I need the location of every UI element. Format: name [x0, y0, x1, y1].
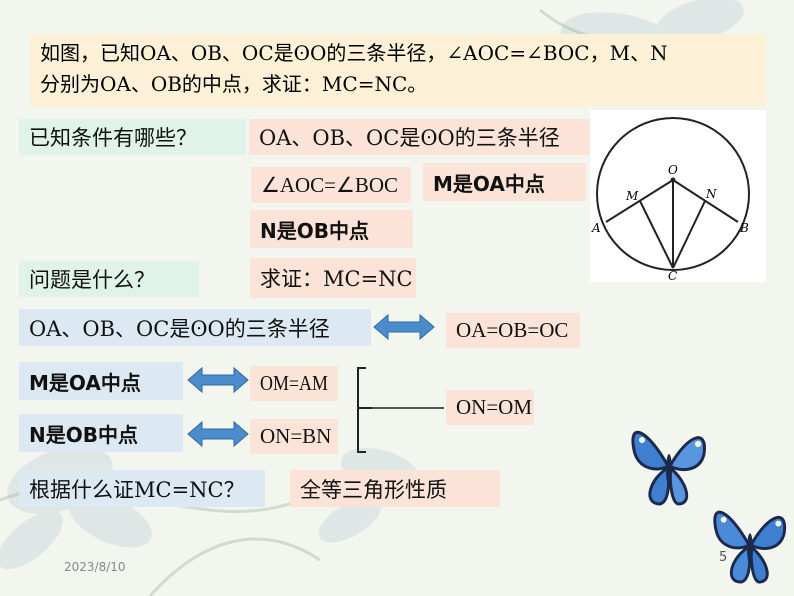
- analysis-n-midpoint: N是OB中点: [19, 414, 183, 452]
- bracket-connector: [357, 367, 444, 453]
- known-angle-equal: ∠AOC=∠BOC: [251, 167, 411, 203]
- label-b: B: [739, 221, 749, 235]
- known-m-midpoint: M是OA中点: [423, 163, 586, 201]
- problem-line-1: 如图，已知OA、OB、OC是ʘO的三条半径，∠AOC=∠BOC，M、N: [40, 41, 668, 65]
- analysis-om-equals-am: OM=AM: [250, 366, 338, 401]
- butterfly-icon: [713, 510, 787, 584]
- analysis-radii: OA、OB、OC是ʘO的三条半径: [19, 309, 371, 346]
- analysis-radii-equal: OA=OB=OC: [446, 313, 580, 348]
- page-number: 5: [719, 550, 728, 565]
- problem-statement: 如图，已知OA、OB、OC是ʘO的三条半径，∠AOC=∠BOC，M、N 分别为O…: [30, 34, 766, 106]
- problem-line-2: 分别为OA、OB的中点，求证：MC=NC。: [40, 72, 428, 96]
- butterfly-icon: [631, 430, 707, 506]
- double-arrow-icon: [373, 313, 435, 341]
- known-n-midpoint: N是OB中点: [250, 210, 413, 248]
- analysis-on-equals-bn: ON=BN: [250, 419, 338, 454]
- label-m: M: [625, 189, 639, 203]
- label-c: C: [668, 269, 677, 282]
- label-a: A: [591, 221, 601, 235]
- question-what-problem: 问题是什么？: [19, 261, 199, 297]
- label-n: N: [705, 187, 717, 201]
- analysis-on-equals-om: ON=OM: [446, 390, 534, 425]
- double-arrow-icon: [187, 366, 249, 394]
- prove-statement: 求证：MC=NC: [250, 258, 416, 298]
- question-basis: 根据什么证MC=NC？: [19, 470, 265, 507]
- known-radii: OA、OB、OC是ʘO的三条半径: [249, 119, 598, 155]
- double-arrow-icon: [187, 420, 249, 448]
- footer-date: 2023/8/10: [64, 560, 126, 574]
- label-o: O: [668, 163, 678, 177]
- question-known-conditions: 已知条件有哪些？: [19, 119, 246, 155]
- basis-congruent-triangles: 全等三角形性质: [290, 470, 500, 507]
- circle-geometry-diagram: O M N A B C: [590, 110, 766, 282]
- analysis-m-midpoint: M是OA中点: [19, 362, 183, 400]
